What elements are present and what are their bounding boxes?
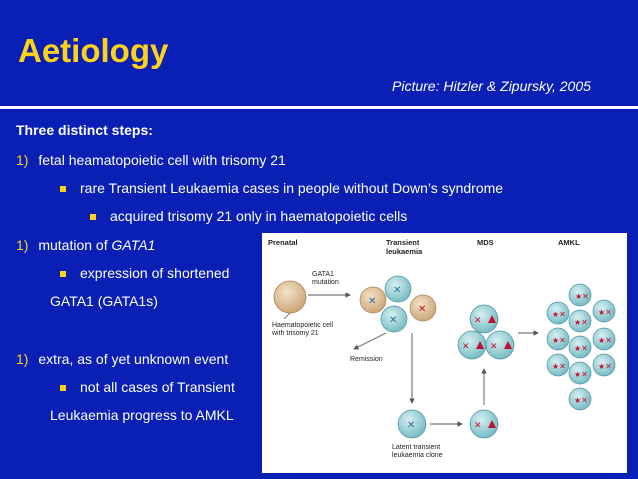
cross-icon: ✕ <box>393 285 401 296</box>
label-cell-1: Haematopoietic cell <box>272 322 334 329</box>
label-cell-2: with trisomy 21 <box>271 330 319 337</box>
star-icon: ★✕ <box>574 344 588 353</box>
label-gata1-2: mutation <box>312 279 339 286</box>
header-transient-1: Transient <box>386 238 420 247</box>
step-2-sub-1b: GATA1 (GATA1s) <box>50 293 158 309</box>
cross-icon: ✕ <box>474 316 482 326</box>
step-3-number: 1) <box>16 351 29 367</box>
cross-icon: ✕ <box>418 304 426 315</box>
step-1: 1) fetal heamatopoietic cell with trisom… <box>16 152 286 168</box>
mds-cell <box>469 304 499 334</box>
figure-diagram: Prenatal Transient leukaemia MDS AMKL Ha… <box>268 238 616 459</box>
mds-cell <box>469 409 499 439</box>
prenatal-cell <box>273 280 307 314</box>
cross-icon: ✕ <box>474 421 482 431</box>
bullet-icon <box>60 271 66 277</box>
step-2-number: 1) <box>16 237 29 253</box>
step-1-sub-1: rare Transient Leukaemia cases in people… <box>80 180 504 196</box>
transient-cell <box>380 305 408 333</box>
step-2: 1) mutation of GATA1 <box>16 237 155 253</box>
transient-cell <box>384 275 412 303</box>
step-3-sub-1a: not all cases of Transient <box>80 379 235 395</box>
amkl-cell <box>568 283 592 307</box>
label-remission: Remission <box>350 356 383 363</box>
triangle-icon <box>504 341 512 349</box>
amkl-cell <box>592 299 616 323</box>
star-icon: ★✕ <box>598 308 612 317</box>
mds-cell <box>485 330 515 360</box>
header-amkl: AMKL <box>558 238 580 247</box>
star-icon: ★✕ <box>574 318 588 327</box>
step-2-gene: GATA1 <box>111 237 156 253</box>
bullet-icon <box>90 214 96 220</box>
transient-cell <box>359 286 387 314</box>
amkl-cell <box>546 327 570 351</box>
bullet-icon <box>60 186 66 192</box>
amkl-cell <box>568 361 592 385</box>
transient-cell <box>409 294 437 322</box>
star-icon: ★✕ <box>552 336 566 345</box>
amkl-cell <box>568 387 592 411</box>
title-divider <box>0 106 638 109</box>
label-latent-2: leukaemia clone <box>392 452 443 459</box>
star-icon: ★✕ <box>574 370 588 379</box>
amkl-cluster: ★✕ ★✕ ★✕ ★✕ ★✕ ★✕ ★✕ ★✕ ★✕ ★✕ ★✕ <box>546 283 616 411</box>
star-icon: ★✕ <box>552 310 566 319</box>
star-icon: ★✕ <box>575 292 589 301</box>
cross-icon: ✕ <box>389 315 397 326</box>
step-2-text: mutation of <box>38 237 112 253</box>
step-3-text: extra, as of yet unknown event <box>38 351 229 367</box>
star-icon: ★✕ <box>574 396 588 405</box>
label-pointer <box>283 312 291 320</box>
step-1-text: fetal heamatopoietic cell with trisomy 2… <box>38 152 286 168</box>
step-1-sub-2: acquired trisomy 21 only in haematopoiet… <box>110 208 408 224</box>
amkl-cell <box>592 353 616 377</box>
cross-icon: ✕ <box>490 342 498 352</box>
bullet-icon <box>60 385 66 391</box>
cross-icon: ✕ <box>368 296 376 307</box>
header-prenatal: Prenatal <box>268 238 298 247</box>
star-icon: ★✕ <box>598 336 612 345</box>
picture-credit: Picture: Hitzler & Zipursky, 2005 <box>392 78 591 94</box>
step-1-number: 1) <box>16 152 29 168</box>
triangle-icon <box>476 341 484 349</box>
cross-icon: ✕ <box>407 420 415 431</box>
amkl-cell <box>546 353 570 377</box>
amkl-cell <box>546 301 570 325</box>
star-icon: ★✕ <box>552 362 566 371</box>
header-transient-2: leukaemia <box>386 247 423 256</box>
arrow-remission <box>353 332 387 350</box>
step-2-sub-1a: expression of shortened <box>80 265 230 281</box>
aetiology-figure: Prenatal Transient leukaemia MDS AMKL Ha… <box>262 233 627 473</box>
triangle-icon <box>488 420 496 428</box>
latent-cell <box>397 409 427 439</box>
star-icon: ★✕ <box>598 362 612 371</box>
intro-text: Three distinct steps: <box>16 122 153 138</box>
header-mds: MDS <box>477 238 494 247</box>
amkl-cell <box>568 309 592 333</box>
triangle-icon <box>488 315 496 323</box>
amkl-cell <box>592 327 616 351</box>
slide-title: Aetiology <box>18 32 169 69</box>
step-3: 1) extra, as of yet unknown event <box>16 351 228 367</box>
amkl-cell <box>568 335 592 359</box>
label-latent-1: Latent transient <box>392 444 440 451</box>
step-3-sub-1b: Leukaemia progress to AMKL <box>50 407 234 423</box>
label-gata1-1: GATA1 <box>312 271 334 278</box>
cross-icon: ✕ <box>462 342 470 352</box>
